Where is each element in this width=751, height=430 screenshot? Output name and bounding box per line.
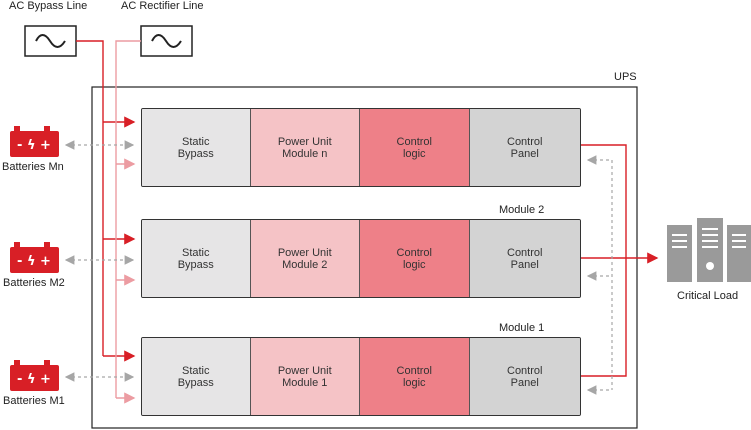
- ac-rectifier-source-icon: [140, 25, 193, 57]
- control-logic-block: Control logic: [360, 338, 470, 415]
- control-bus: [586, 155, 613, 395]
- ups-label: UPS: [614, 71, 637, 83]
- static-bypass-block: Static Bypass: [142, 220, 251, 297]
- critical-load-label: Critical Load: [677, 290, 739, 302]
- module-label-2: Module 2: [499, 204, 545, 216]
- battery-icon-m1: - ϟ +: [10, 360, 59, 391]
- ac-bypass-label: AC Bypass Line: [9, 0, 88, 12]
- module-2: Static Bypass Power Unit Module 2 Contro…: [141, 219, 581, 298]
- battery-icon-mn: - ϟ +: [10, 126, 59, 157]
- power-unit-block: Power Unit Module 2: [250, 220, 360, 297]
- battery-label-m2: Batteries M2: [3, 277, 65, 289]
- ac-rectifier-line: [115, 40, 141, 404]
- ac-rectifier-label: AC Rectifier Line: [121, 0, 204, 12]
- module-n: Static Bypass Power Unit Module n Contro…: [141, 108, 581, 187]
- module-1: Static Bypass Power Unit Module 1 Contro…: [141, 337, 581, 416]
- output-line: [581, 144, 659, 377]
- battery-links: [64, 140, 135, 382]
- control-logic-block: Control logic: [360, 220, 470, 297]
- power-unit-block: Power Unit Module n: [250, 109, 360, 186]
- svg-text:- ϟ +: - ϟ +: [17, 254, 51, 269]
- power-unit-block: Power Unit Module 1: [250, 338, 360, 415]
- battery-icon-m2: - ϟ +: [10, 242, 59, 273]
- server-rack-icon: [667, 218, 751, 282]
- ac-bypass-line: [76, 40, 136, 362]
- ac-bypass-source-icon: [24, 25, 77, 57]
- battery-label-mn: Batteries Mn: [2, 161, 64, 173]
- svg-text:- ϟ +: - ϟ +: [17, 138, 51, 153]
- module-label-1: Module 1: [499, 322, 545, 334]
- static-bypass-block: Static Bypass: [142, 338, 251, 415]
- static-bypass-block: Static Bypass: [142, 109, 251, 186]
- control-panel-block: Control Panel: [469, 109, 580, 186]
- control-logic-block: Control logic: [360, 109, 470, 186]
- control-panel-block: Control Panel: [469, 338, 580, 415]
- svg-text:- ϟ +: - ϟ +: [17, 372, 51, 387]
- control-panel-block: Control Panel: [469, 220, 580, 297]
- battery-label-m1: Batteries M1: [3, 395, 65, 407]
